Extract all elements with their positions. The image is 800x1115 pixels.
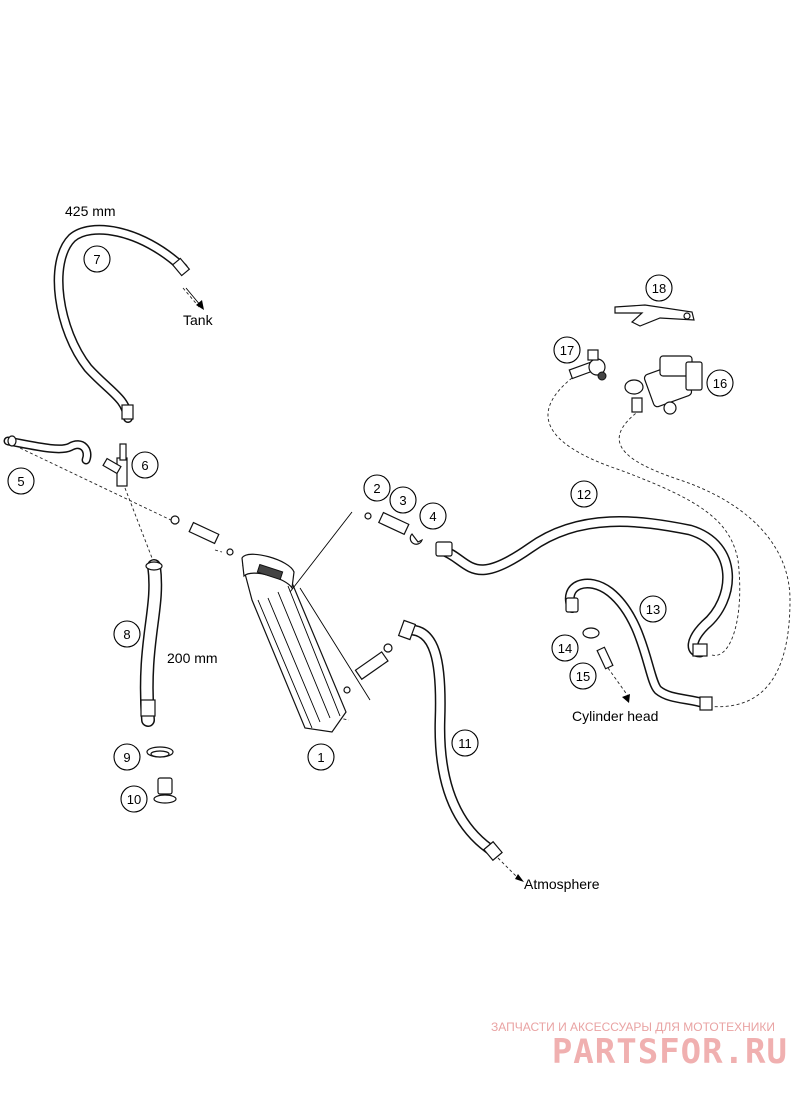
callout-circle — [7, 467, 35, 495]
hose-5 — [3, 435, 92, 465]
callout-number: 12 — [577, 487, 591, 502]
callout-13: 13 — [639, 595, 667, 623]
nipple-15 — [596, 646, 614, 670]
hose-11 — [397, 619, 503, 862]
clamp-14 — [582, 627, 600, 639]
charcoal-canister — [241, 553, 347, 733]
clamp-9 — [146, 746, 174, 758]
callout-number: 4 — [429, 509, 436, 524]
callout-1: 1 — [307, 743, 335, 771]
callout-number: 17 — [560, 343, 574, 358]
callout-3: 3 — [389, 486, 417, 514]
callout-number: 6 — [141, 458, 148, 473]
canister-outlet-valve — [343, 643, 393, 694]
callout-6: 6 — [131, 451, 159, 479]
dashed-connection-lines — [19, 287, 791, 881]
callout-18: 18 — [645, 274, 673, 302]
callout-2: 2 — [363, 474, 391, 502]
callout-16: 16 — [706, 369, 734, 397]
callout-circle — [389, 486, 417, 514]
callout-circle — [307, 743, 335, 771]
callout-circle — [551, 634, 579, 662]
plug-10 — [153, 777, 177, 804]
callout-circle — [645, 274, 673, 302]
callout-number: 16 — [713, 376, 727, 391]
callout-11: 11 — [451, 729, 479, 757]
callout-10: 10 — [120, 785, 148, 813]
callout-circle — [120, 785, 148, 813]
arrow-to-cylinder-head — [622, 694, 630, 703]
callout-circle — [363, 474, 391, 502]
callout-7: 7 — [83, 245, 111, 273]
callout-number: 2 — [373, 481, 380, 496]
callout-8: 8 — [113, 620, 141, 648]
arrow-to-tank — [185, 287, 204, 310]
callout-number: 9 — [123, 750, 130, 765]
hose-13 — [564, 578, 713, 711]
fitting-17 — [568, 349, 607, 381]
callout-circle — [131, 451, 159, 479]
callout-number: 1 — [317, 750, 324, 765]
callout-number: 8 — [123, 627, 130, 642]
callout-number: 18 — [652, 281, 666, 296]
purge-valve-16 — [624, 355, 703, 415]
callout-12: 12 — [570, 480, 598, 508]
fitting-2-3-4 — [364, 511, 423, 545]
callout-number: 11 — [458, 736, 472, 751]
callout-number: 10 — [127, 792, 141, 807]
arrow-to-atmosphere — [515, 874, 524, 882]
callout-5: 5 — [7, 467, 35, 495]
hose-7-length-label: 425 mm — [65, 203, 116, 219]
callout-15: 15 — [569, 662, 597, 690]
callout-number: 3 — [399, 493, 406, 508]
tank-label: Tank — [183, 312, 214, 328]
hose-8-length-label: 200 mm — [167, 650, 218, 666]
t-fitting-6 — [102, 443, 128, 487]
hose-8 — [139, 559, 163, 727]
callout-circle — [569, 662, 597, 690]
cylinder-head-label: Cylinder head — [572, 708, 658, 724]
callout-17: 17 — [553, 336, 581, 364]
bracket-18 — [614, 304, 695, 327]
valve-left — [170, 515, 234, 556]
callout-circle — [419, 502, 447, 530]
atmosphere-label: Atmosphere — [524, 876, 600, 892]
callout-number: 5 — [17, 474, 24, 489]
callout-circle — [451, 729, 479, 757]
callout-4: 4 — [419, 502, 447, 530]
callout-circle — [113, 620, 141, 648]
callout-9: 9 — [113, 743, 141, 771]
callout-circle — [639, 595, 667, 623]
callout-circle — [83, 245, 111, 273]
watermark-brand: PARTSFOR.RU — [552, 1032, 788, 1072]
callout-circle — [706, 369, 734, 397]
callout-14: 14 — [551, 634, 579, 662]
callout-number: 14 — [558, 641, 572, 656]
callout-circle — [113, 743, 141, 771]
callout-number: 7 — [93, 252, 100, 267]
watermark-tagline: ЗАПЧАСТИ И АКСЕССУАРЫ ДЛЯ МОТОТЕХНИКИ — [491, 1020, 775, 1034]
callout-number: 15 — [576, 669, 590, 684]
hose-7 — [53, 224, 191, 423]
callout-circle — [553, 336, 581, 364]
hose-12 — [435, 516, 734, 658]
callout-number: 13 — [646, 602, 660, 617]
callout-circle — [570, 480, 598, 508]
